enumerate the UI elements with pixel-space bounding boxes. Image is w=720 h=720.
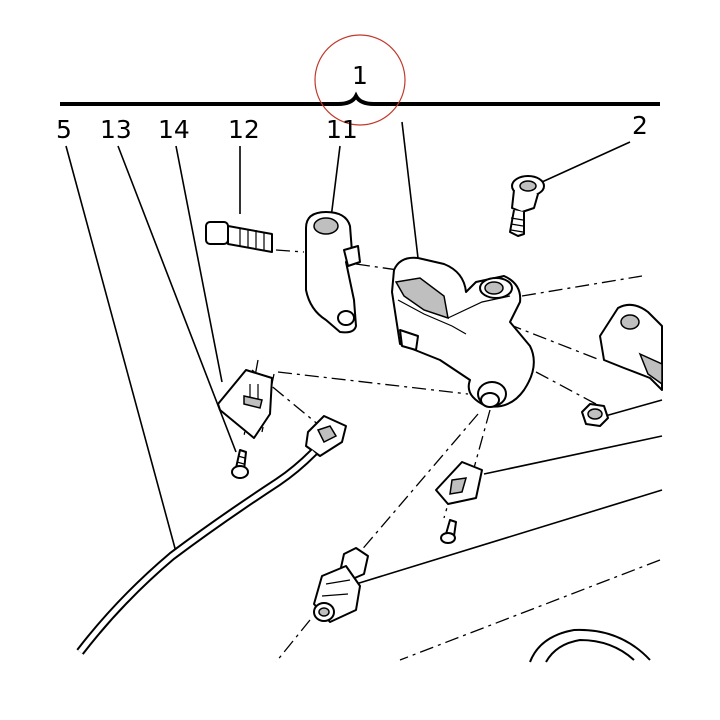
housing-contour <box>529 628 651 663</box>
callout-1-highlight-circle <box>314 34 406 126</box>
assembly-bracket-line <box>60 91 660 106</box>
leader-5 <box>65 145 177 553</box>
callout-1: 1 <box>352 61 368 90</box>
clamp-11 <box>305 211 361 334</box>
switch-connector <box>305 415 347 457</box>
pivot-bolt-2 <box>509 175 545 237</box>
cable-5 <box>76 448 318 655</box>
leader-1 <box>401 121 419 259</box>
lever-blade <box>599 303 663 391</box>
leader-2 <box>541 141 631 183</box>
callout-11: 11 <box>326 115 358 144</box>
callout-13: 13 <box>100 115 132 144</box>
lever-body-1 <box>391 256 535 408</box>
screw-12 <box>205 221 273 253</box>
leader-14 <box>175 145 223 383</box>
callout-12: 12 <box>228 115 260 144</box>
nut <box>581 403 609 427</box>
callout-5: 5 <box>56 115 72 144</box>
leader-lines <box>65 121 663 585</box>
leader-13 <box>117 145 237 453</box>
adjuster-plunger <box>313 547 369 623</box>
switch-clip <box>435 461 483 505</box>
callout-2: 2 <box>632 111 648 140</box>
screw-13 <box>231 449 249 479</box>
small-screw <box>440 519 457 544</box>
callout-14: 14 <box>158 115 190 144</box>
bracket-14 <box>217 369 273 439</box>
